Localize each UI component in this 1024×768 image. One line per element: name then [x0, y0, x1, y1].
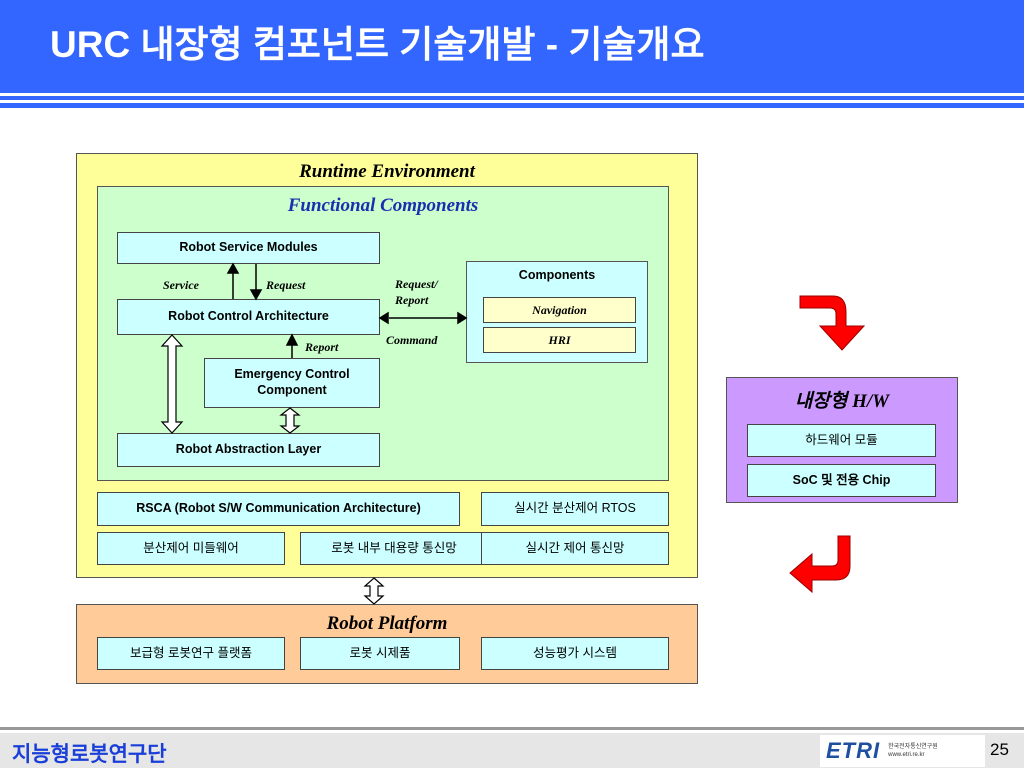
platform-item-prototype: 로봇 시제품 — [300, 637, 460, 670]
functional-components-title: Functional Components — [287, 195, 479, 216]
navigation-component: Navigation — [483, 297, 636, 323]
etri-logo-subtext-ko: 한국전자통신연구원 — [888, 744, 938, 750]
rsca-box: RSCA (Robot S/W Communication Architectu… — [97, 492, 460, 526]
hri-component: HRI — [483, 327, 636, 353]
etri-logo-word: ETRI — [826, 738, 881, 763]
emergency-abstraction-arrow — [279, 407, 301, 434]
realtime-network-box: 실시간 제어 통신망 — [481, 532, 669, 565]
robot-control-architecture-box: Robot Control Architecture — [117, 299, 380, 335]
request-label: Request — [266, 278, 306, 292]
rtos-box: 실시간 분산제어 RTOS — [481, 492, 669, 526]
command-label: Command — [386, 333, 438, 347]
request-report-label: Request/ Report — [395, 277, 438, 307]
runtime-platform-arrow — [363, 577, 385, 605]
footer-org-name: 지능형로봇연구단 — [12, 743, 167, 766]
rtos-label: 실시간 분산제어 RTOS — [514, 501, 636, 516]
platform-item-research: 보급형 로봇연구 플랫폼 — [97, 637, 285, 670]
emergency-control-component-box: Emergency Control Component — [204, 358, 380, 408]
etri-logo: ETRI 한국전자통신연구원 www.etri.re.kr — [820, 735, 985, 767]
hw-module-box: 하드웨어 모듈 — [747, 424, 936, 457]
etri-logo-subtext: 한국전자통신연구원 www.etri.re.kr — [880, 743, 938, 759]
robot-service-modules-box: Robot Service Modules — [117, 232, 380, 264]
internal-network-box: 로봇 내부 대용량 통신망 — [300, 532, 488, 565]
report-arrow — [285, 333, 299, 358]
header-divider — [0, 96, 1024, 100]
request-report-arrow — [378, 311, 468, 325]
robot-abstraction-layer-box: Robot Abstraction Layer — [117, 433, 380, 467]
header-divider-thick — [0, 103, 1024, 108]
control-abstraction-arrow — [160, 334, 184, 434]
footer-divider — [0, 727, 1024, 730]
page-title: URC 내장형 컴포넌트 기술개발 - 기술개요 — [50, 24, 705, 65]
service-request-arrow — [226, 262, 263, 301]
red-arrow-down-left — [789, 535, 851, 594]
platform-item-evaluation: 성능평가 시스템 — [481, 637, 669, 670]
runtime-environment-title: Runtime Environment — [299, 161, 475, 182]
soc-chip-box: SoC 및 전용 Chip — [747, 464, 936, 497]
report-label: Report — [305, 340, 339, 354]
title-bar — [0, 0, 1024, 93]
distributed-middleware-box: 분산제어 미들웨어 — [97, 532, 285, 565]
service-label: Service — [163, 278, 199, 292]
embedded-hw-title: 내장형 H/W — [794, 391, 890, 412]
etri-logo-subtext-url: www.etri.re.kr — [888, 752, 925, 758]
red-arrow-down-right — [799, 295, 866, 351]
components-title: Components — [518, 268, 596, 282]
page-number: 25 — [990, 740, 1009, 759]
robot-platform-title: Robot Platform — [326, 613, 448, 634]
